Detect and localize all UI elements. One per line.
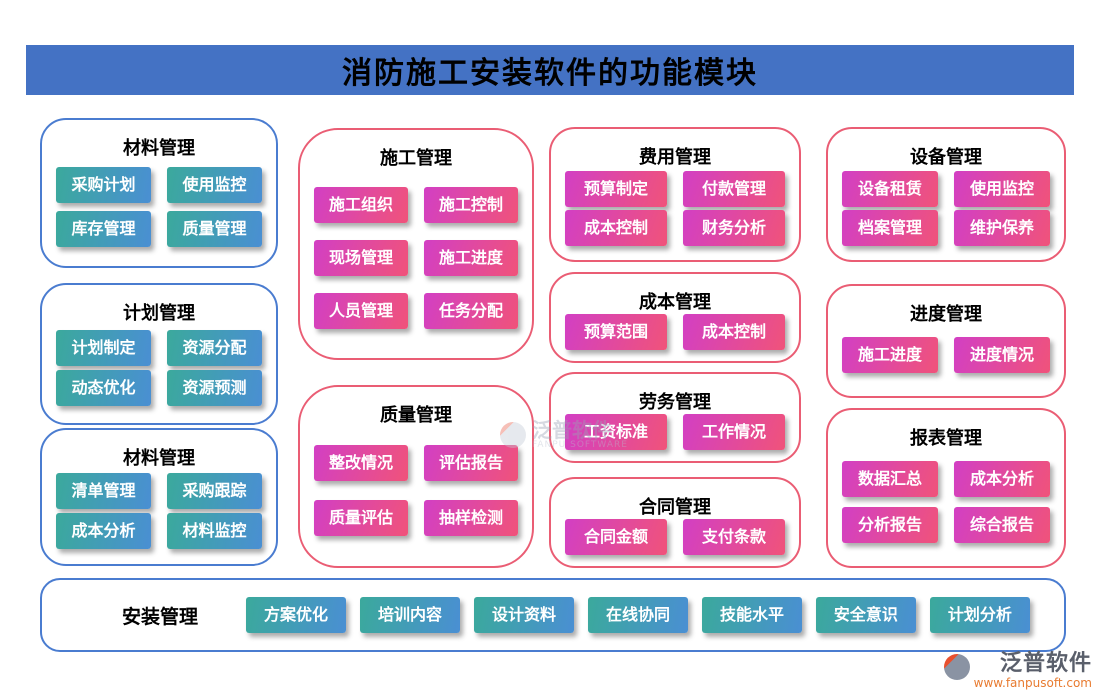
card-title: 合同管理 (639, 497, 711, 518)
brand-name: 泛普软件 (999, 651, 1092, 676)
module-button[interactable]: 施工进度 (424, 240, 518, 276)
module-button[interactable]: 采购计划 (56, 167, 151, 204)
module-button[interactable]: 成本控制 (565, 209, 667, 246)
module-button[interactable]: 施工进度 (842, 337, 938, 373)
card-title: 成本管理 (639, 292, 711, 313)
button-grid: 工资标准工作情况 (565, 414, 785, 450)
brand-logo: 泛普软件 www.fanpusoft.com (943, 651, 1092, 691)
module-button[interactable]: 质量管理 (167, 210, 262, 247)
card-progress-management: 进度管理 施工进度进度情况 (826, 284, 1066, 398)
module-button[interactable]: 采购跟踪 (167, 473, 262, 510)
brand-url: www.fanpusoft.com (973, 676, 1092, 690)
module-button[interactable]: 使用监控 (954, 171, 1050, 208)
module-button[interactable]: 成本分析 (56, 512, 151, 549)
module-button[interactable]: 质量评估 (314, 499, 408, 536)
button-grid: 计划制定资源分配动态优化资源预测 (56, 325, 262, 411)
module-button[interactable]: 工资标准 (565, 414, 667, 450)
fanpu-logo-icon (943, 654, 970, 680)
button-grid: 数据汇总成本分析分析报告综合报告 (842, 450, 1050, 554)
module-button[interactable]: 分析报告 (842, 507, 938, 544)
module-button[interactable]: 整改情况 (314, 445, 408, 482)
module-button[interactable]: 成本控制 (683, 314, 785, 350)
module-button[interactable]: 合同金额 (565, 519, 667, 555)
module-button[interactable]: 人员管理 (314, 293, 408, 329)
module-button[interactable]: 施工控制 (424, 187, 518, 223)
card-labor-management: 劳务管理 工资标准工作情况 (549, 372, 801, 463)
module-button[interactable]: 资源预测 (167, 370, 262, 407)
module-button[interactable]: 档案管理 (842, 209, 938, 246)
button-grid: 施工组织施工控制现场管理施工进度人员管理任务分配 (314, 170, 518, 346)
module-button[interactable]: 设计资料 (473, 597, 574, 633)
module-button[interactable]: 技能水平 (701, 597, 802, 633)
card-title: 计划管理 (123, 303, 195, 324)
module-button[interactable]: 预算制定 (565, 171, 667, 208)
module-button[interactable]: 成本分析 (954, 460, 1050, 497)
card-quality-management: 质量管理 整改情况评估报告质量评估抽样检测 (298, 385, 534, 568)
brand-text: 泛普软件 www.fanpusoft.com (973, 651, 1092, 691)
module-button[interactable]: 施工组织 (314, 187, 408, 223)
module-button[interactable]: 财务分析 (683, 209, 785, 246)
module-button[interactable]: 计划分析 (929, 597, 1030, 633)
module-button[interactable]: 材料监控 (167, 512, 262, 549)
card-title: 设备管理 (910, 147, 982, 168)
card-title: 质量管理 (380, 405, 452, 426)
card-title: 劳务管理 (639, 392, 711, 413)
module-button[interactable]: 计划制定 (56, 329, 151, 366)
module-button[interactable]: 预算范围 (565, 314, 667, 350)
card-installation-management: 安装管理 方案优化培训内容设计资料在线协同技能水平安全意识计划分析 (40, 578, 1066, 652)
page-title: 消防施工安装软件的功能模块 (342, 56, 758, 91)
button-grid: 预算制定付款管理成本控制财务分析 (565, 169, 785, 248)
module-button[interactable]: 安全意识 (815, 597, 916, 633)
button-grid: 预算范围成本控制 (565, 314, 785, 350)
module-button[interactable]: 清单管理 (56, 473, 151, 510)
module-button[interactable]: 培训内容 (360, 597, 460, 633)
module-button[interactable]: 在线协同 (587, 597, 688, 633)
page-title-banner: 消防施工安装软件的功能模块 (26, 45, 1074, 95)
module-button[interactable]: 动态优化 (56, 370, 151, 407)
module-button[interactable]: 付款管理 (683, 171, 785, 208)
card-material-management-2: 材料管理 清单管理采购跟踪成本分析材料监控 (40, 428, 278, 566)
button-grid: 采购计划使用监控库存管理质量管理 (56, 160, 262, 254)
module-button[interactable]: 设备租赁 (842, 171, 938, 208)
button-grid: 设备租赁使用监控档案管理维护保养 (842, 169, 1050, 248)
module-button[interactable]: 支付条款 (683, 519, 785, 555)
button-row: 方案优化培训内容设计资料在线协同技能水平安全意识计划分析 (246, 597, 1030, 633)
card-expense-management: 费用管理 预算制定付款管理成本控制财务分析 (549, 127, 801, 262)
module-button[interactable]: 方案优化 (246, 597, 347, 633)
button-grid: 整改情况评估报告质量评估抽样检测 (314, 427, 518, 554)
button-grid: 清单管理采购跟踪成本分析材料监控 (56, 470, 262, 552)
card-plan-management: 计划管理 计划制定资源分配动态优化资源预测 (40, 283, 278, 425)
module-button[interactable]: 库存管理 (56, 210, 151, 247)
card-title: 材料管理 (123, 138, 195, 159)
card-title: 材料管理 (123, 448, 195, 469)
card-title: 施工管理 (380, 148, 452, 169)
card-title: 报表管理 (910, 428, 982, 449)
module-button[interactable]: 数据汇总 (842, 460, 938, 497)
module-button[interactable]: 任务分配 (424, 293, 518, 329)
module-button[interactable]: 工作情况 (683, 414, 785, 450)
module-button[interactable]: 现场管理 (314, 240, 408, 276)
card-title: 安装管理 (122, 605, 199, 628)
button-grid: 施工进度进度情况 (842, 326, 1050, 384)
card-report-management: 报表管理 数据汇总成本分析分析报告综合报告 (826, 408, 1066, 568)
card-contract-management: 合同管理 合同金额支付条款 (549, 477, 801, 568)
module-button[interactable]: 进度情况 (954, 337, 1050, 373)
card-equipment-management: 设备管理 设备租赁使用监控档案管理维护保养 (826, 127, 1066, 262)
module-button[interactable]: 抽样检测 (424, 499, 518, 536)
card-material-management-1: 材料管理 采购计划使用监控库存管理质量管理 (40, 118, 278, 268)
module-button[interactable]: 资源分配 (167, 329, 262, 366)
module-button[interactable]: 使用监控 (167, 167, 262, 204)
module-button[interactable]: 综合报告 (954, 507, 1050, 544)
module-button[interactable]: 维护保养 (954, 209, 1050, 246)
module-button[interactable]: 评估报告 (424, 445, 518, 482)
card-title: 进度管理 (910, 304, 982, 325)
card-cost-management: 成本管理 预算范围成本控制 (549, 272, 801, 363)
button-grid: 合同金额支付条款 (565, 519, 785, 555)
card-title: 费用管理 (639, 147, 711, 168)
card-construction-management: 施工管理 施工组织施工控制现场管理施工进度人员管理任务分配 (298, 128, 534, 360)
